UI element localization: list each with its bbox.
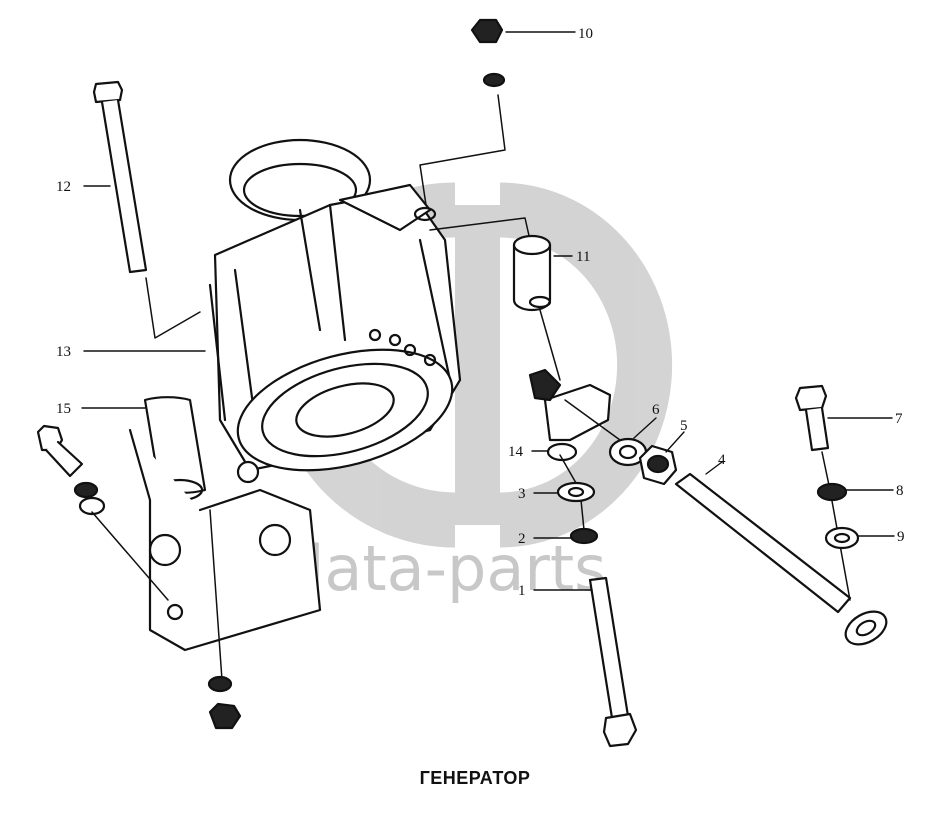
callout-7: 7 bbox=[895, 411, 903, 427]
callout-9: 9 bbox=[897, 529, 905, 545]
callout-8: 8 bbox=[896, 483, 904, 499]
callout-4: 4 bbox=[718, 452, 726, 468]
callout-5: 5 bbox=[680, 418, 688, 434]
bracket-14 bbox=[528, 368, 612, 462]
adjusting-rod-4 bbox=[674, 472, 888, 646]
nut-10 bbox=[470, 18, 506, 88]
callout-10: 10 bbox=[578, 26, 593, 42]
callout-6: 6 bbox=[652, 402, 660, 418]
bushing-11 bbox=[512, 234, 552, 312]
callout-15: 15 bbox=[56, 401, 71, 417]
washer-3 bbox=[556, 481, 596, 503]
nut-bottom bbox=[207, 675, 242, 730]
nut-5 bbox=[638, 444, 678, 486]
callout-11: 11 bbox=[576, 249, 590, 265]
bolt-left bbox=[36, 424, 106, 516]
watermark-text: data-parts bbox=[285, 532, 606, 605]
leader-lines bbox=[81, 31, 895, 591]
washer-9 bbox=[824, 526, 860, 550]
bolt-12 bbox=[92, 80, 148, 274]
washer-8 bbox=[816, 482, 848, 502]
callout-12: 12 bbox=[56, 179, 71, 195]
callout-3: 3 bbox=[518, 486, 526, 502]
bolt-1 bbox=[588, 576, 638, 748]
callout-labels: 10 11 12 13 15 14 3 2 1 6 5 4 7 8 9 bbox=[56, 26, 905, 599]
callout-13: 13 bbox=[56, 344, 71, 360]
alternator-body bbox=[208, 138, 462, 484]
mounting-bracket-15 bbox=[128, 396, 322, 652]
diagram-caption: ГЕНЕРАТОР bbox=[419, 768, 531, 788]
bolt-7 bbox=[794, 384, 830, 452]
callout-14: 14 bbox=[508, 444, 524, 460]
callout-1: 1 bbox=[518, 583, 526, 599]
washer-2 bbox=[569, 527, 599, 545]
callout-2: 2 bbox=[518, 531, 526, 547]
